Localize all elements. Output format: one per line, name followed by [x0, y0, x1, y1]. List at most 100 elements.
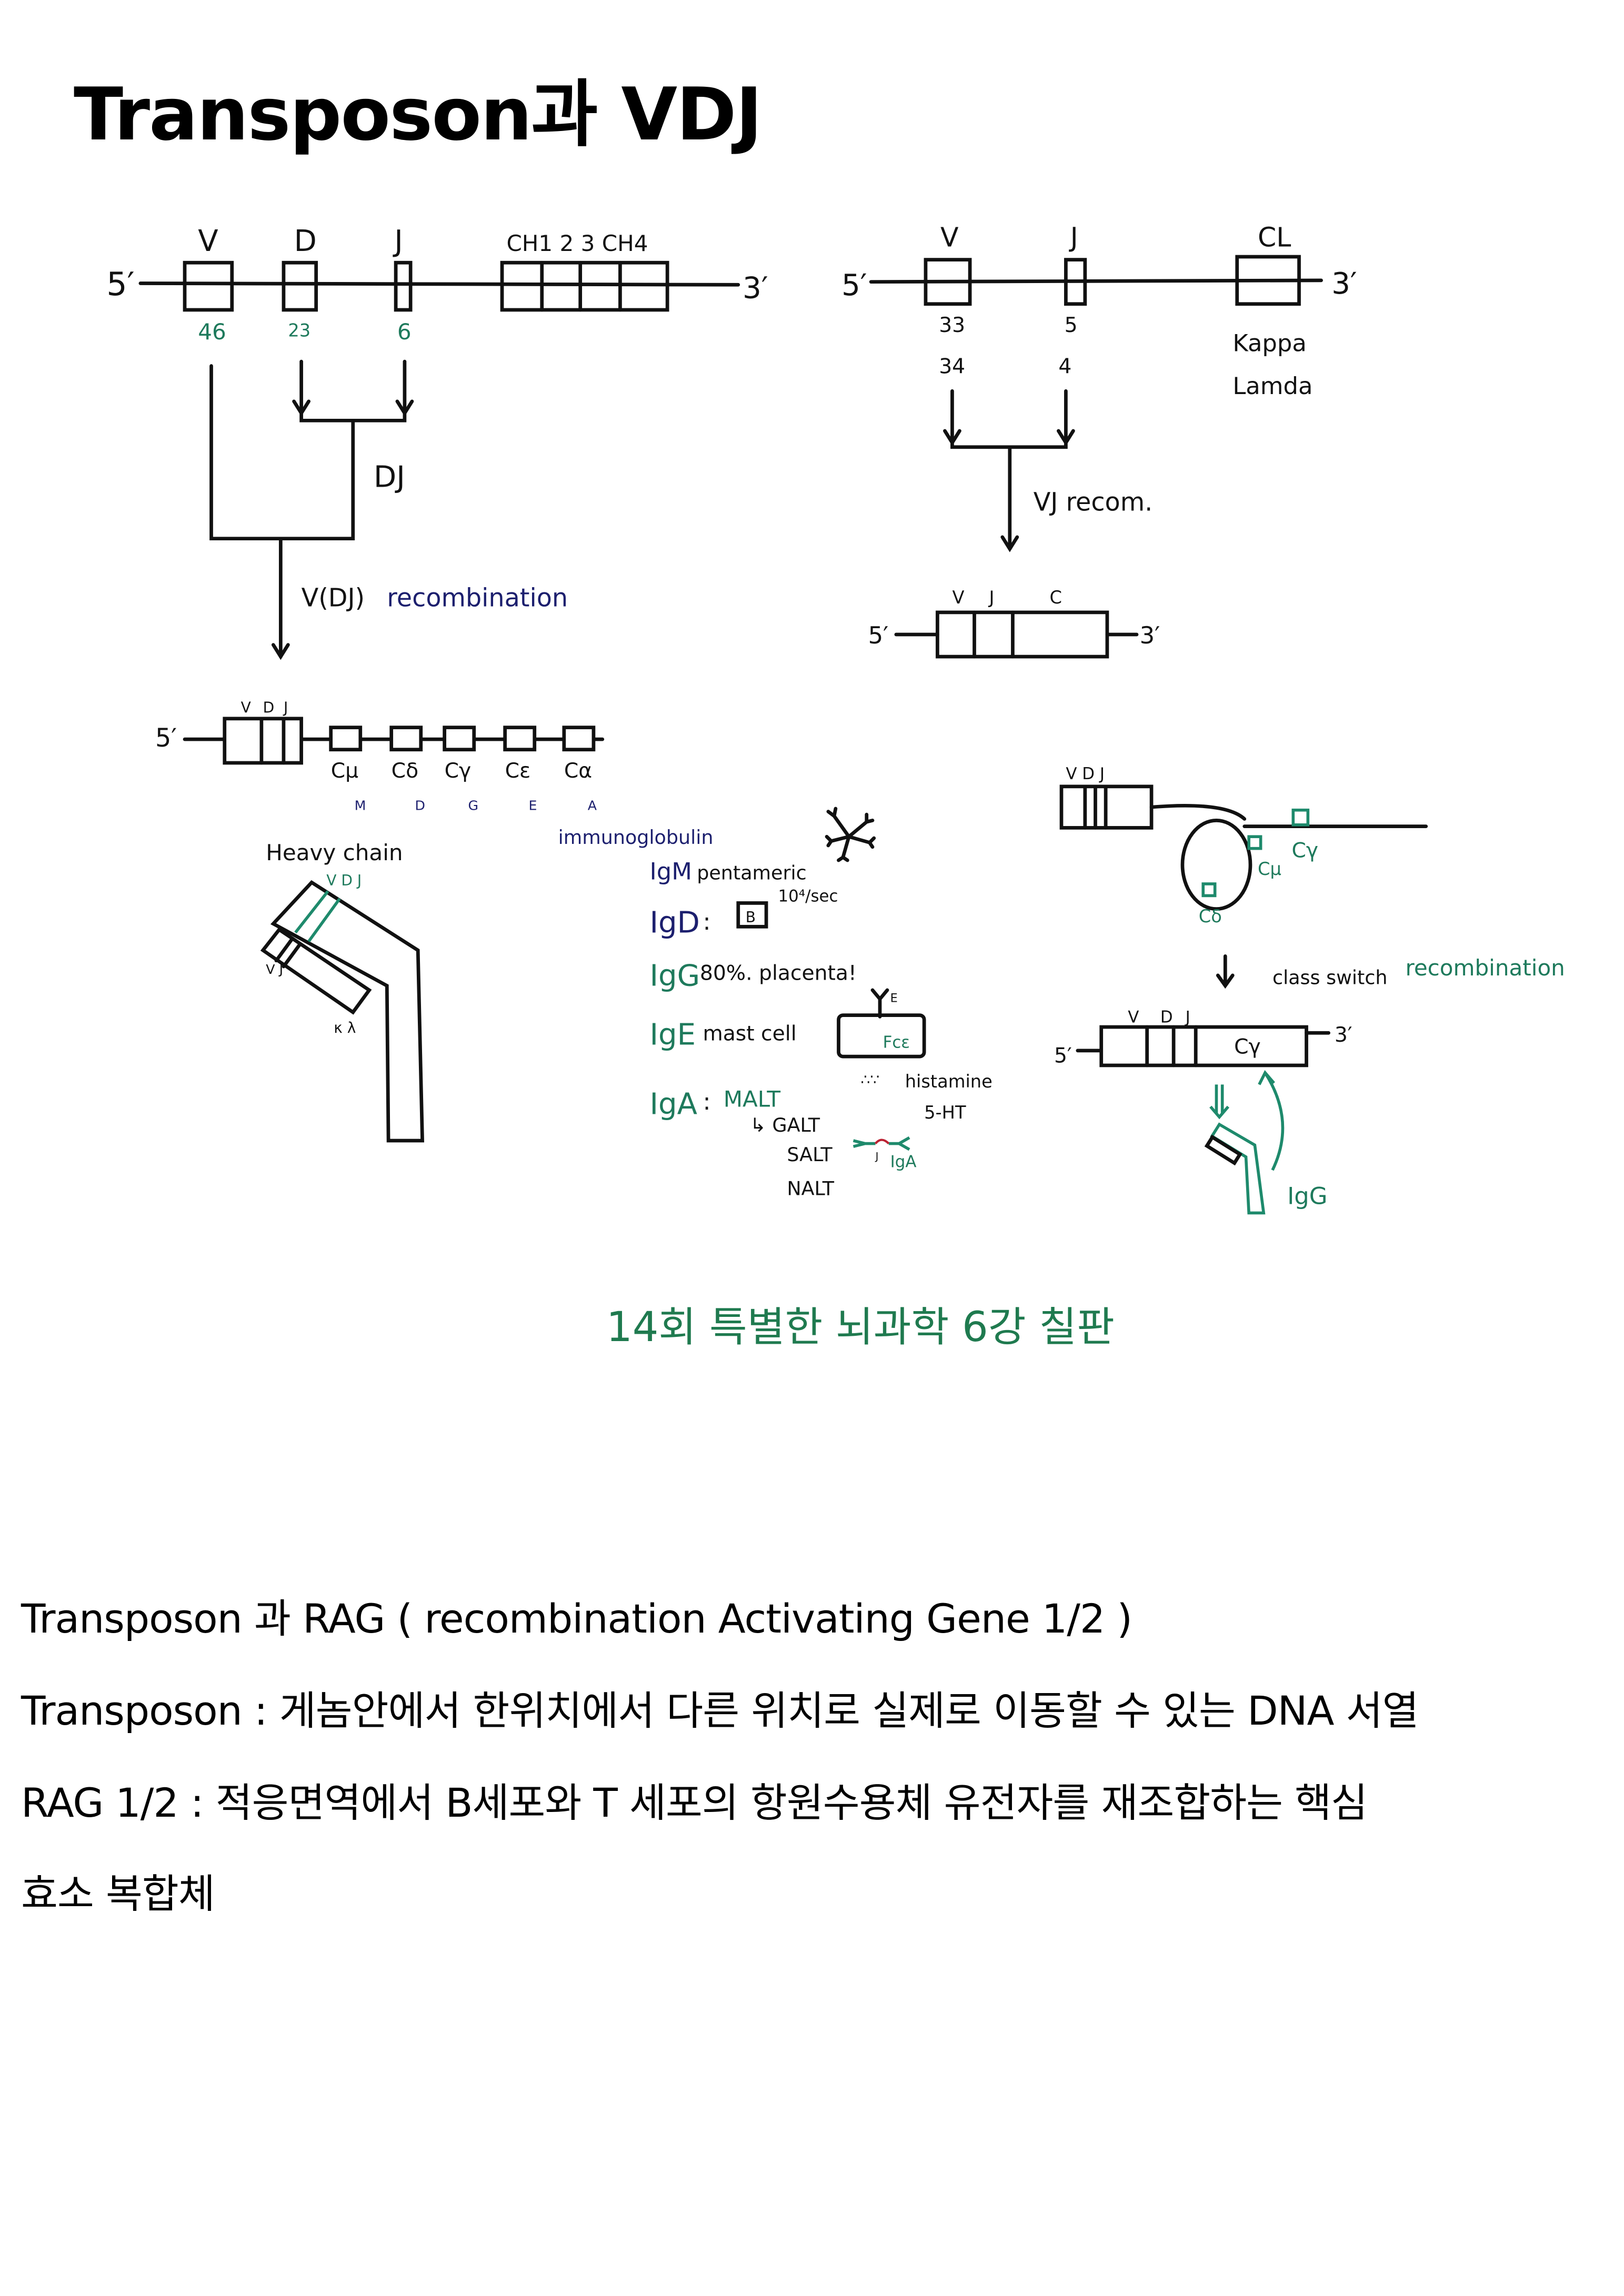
- constant-gene-label: Cγ: [445, 759, 472, 783]
- isotype-label: A: [588, 798, 597, 813]
- constant-region-box: [329, 726, 363, 752]
- d-segment-box: [282, 260, 318, 312]
- transposon-definition: Transposon : 게놈안에서 한위치에서 다른 위치로 실제로 이동할 …: [21, 1687, 1419, 1734]
- galt-label: ↳ GALT: [750, 1114, 820, 1136]
- j-label: J: [1185, 1008, 1190, 1027]
- constant-gene-label: Cδ: [392, 759, 418, 783]
- igd-label: IgD: [649, 906, 699, 940]
- switch-loop: [1180, 819, 1252, 911]
- v-lambda-count: 34: [939, 355, 965, 379]
- immunoglobulin-list: immunoglobulin IgM pentameric IgD : B 10…: [558, 807, 993, 1200]
- v-segment-box: [183, 260, 234, 312]
- constant-region-box: [389, 726, 423, 752]
- vjc-box: [936, 610, 1109, 659]
- ige-desc: mast cell: [703, 1022, 796, 1045]
- lecture-caption: 14회 특별한 뇌과학 6강 칠판: [606, 1304, 1115, 1351]
- j-lambda-count: 4: [1058, 355, 1071, 379]
- constant-region-box: [562, 726, 596, 752]
- heavy-chain-label: Heavy chain: [266, 840, 403, 865]
- v-label: V: [198, 224, 218, 258]
- igg-desc: 80%. placenta!: [700, 961, 857, 985]
- serotonin-label: 5-HT: [924, 1102, 966, 1123]
- vj-recombination-label: VJ recom.: [1034, 488, 1153, 517]
- igg-icon: [1210, 1122, 1266, 1215]
- immunoglobulin-heading: immunoglobulin: [558, 826, 714, 849]
- fc-receptor-label: Fcε: [883, 1033, 910, 1052]
- five-prime-label: 5′: [106, 265, 134, 303]
- kappa-label: Kappa: [1232, 329, 1307, 357]
- igd-rate: 10⁴/sec: [778, 887, 838, 906]
- vdj-label: V D J: [1066, 764, 1105, 783]
- v-label: V: [952, 587, 964, 608]
- j-label: J: [1069, 221, 1078, 253]
- iga-dimer-label: IgA: [890, 1152, 917, 1171]
- histamine-label: histamine: [905, 1071, 993, 1092]
- ige-label: IgE: [649, 1018, 696, 1052]
- ch-segment-box: [500, 260, 669, 312]
- class-switch-diagram: V D J Cγ Cμ Cδ class switch recombinatio…: [1054, 764, 1565, 1215]
- iga-label: IgA: [649, 1087, 697, 1121]
- rag-heading: Transposon 과 RAG ( recombination Activat…: [21, 1595, 1132, 1642]
- ch-label: CH1 2 3 CH4: [506, 230, 648, 256]
- constant-region-box: [503, 726, 537, 752]
- dj-label: DJ: [374, 460, 405, 495]
- e-label: E: [890, 991, 898, 1005]
- c-gamma-box-label: Cγ: [1234, 1035, 1261, 1059]
- j-kappa-count: 5: [1065, 314, 1078, 337]
- d-count: 23: [288, 320, 310, 340]
- d-label: D: [263, 699, 275, 717]
- three-prime-label: 3′: [1335, 1023, 1352, 1047]
- light-locus-diagram: 5′ 3′ V J CL 33 5 34 4 Kappa Lamda VJ re…: [841, 221, 1357, 659]
- malt-label: MALT: [724, 1086, 781, 1112]
- v-label: V: [940, 221, 959, 253]
- c-mu-label: Cμ: [1258, 859, 1281, 879]
- v-kappa-count: 33: [939, 314, 965, 337]
- isotype-label: E: [529, 798, 537, 813]
- v-label: V: [1128, 1008, 1139, 1027]
- igg-label: IgG: [649, 959, 700, 993]
- c-delta-label: Cδ: [1199, 906, 1222, 927]
- vdj-label: V D J: [326, 872, 362, 889]
- v-count: 46: [198, 319, 226, 345]
- salt-label: SALT: [787, 1143, 833, 1166]
- recombination-label: recombination: [387, 584, 568, 613]
- five-prime-label: 5′: [868, 621, 889, 649]
- isotype-label: G: [468, 798, 479, 813]
- c-gamma-label: Cγ: [1292, 839, 1319, 862]
- igm-label: IgM: [649, 858, 691, 885]
- svg-text::: :: [703, 1087, 710, 1115]
- j-chain-label: J: [875, 1150, 879, 1162]
- five-prime-label: 5′: [841, 268, 867, 303]
- j-label: J: [283, 699, 288, 717]
- rag-definition-continued: 효소 복합체: [21, 1870, 215, 1917]
- j-count: 6: [397, 319, 412, 345]
- vdj-c-gamma-box: [1099, 1025, 1308, 1068]
- rag-definition: RAG 1/2 : 적응면역에서 B세포와 T 세포의 항원수용체 유전자를 재…: [21, 1779, 1368, 1826]
- b-cell-icon: [736, 901, 768, 929]
- j-segment-box: [394, 260, 413, 312]
- b-cell-label: B: [746, 909, 756, 926]
- j-label: J: [393, 224, 403, 258]
- j-label: J: [988, 587, 995, 608]
- constant-gene-label: Cα: [564, 759, 592, 783]
- vdj-label: V(DJ): [302, 584, 365, 613]
- dna-strand: [138, 281, 740, 287]
- iga-dimer-icon: [853, 1136, 910, 1151]
- lambda-label: Lamda: [1232, 372, 1312, 400]
- c-label: C: [1050, 587, 1062, 608]
- vj-label: V J: [266, 962, 283, 977]
- heavy-chain-shape: [270, 880, 425, 1143]
- isotype-label: D: [415, 798, 425, 813]
- arrow-heads: [271, 399, 414, 660]
- class-switch-label: class switch: [1272, 966, 1387, 989]
- isotype-label: M: [355, 798, 366, 813]
- constant-gene-label: Cε: [505, 759, 531, 783]
- igm-desc: pentameric: [697, 862, 806, 884]
- constant-gene-label: Cμ: [331, 759, 358, 783]
- recombination-lines: [209, 359, 407, 659]
- heavy-chain-drawing: Heavy chain V D J V J κ λ: [260, 840, 425, 1143]
- kappa-lambda-label: κ λ: [334, 1019, 356, 1036]
- constant-region-box: [443, 726, 476, 752]
